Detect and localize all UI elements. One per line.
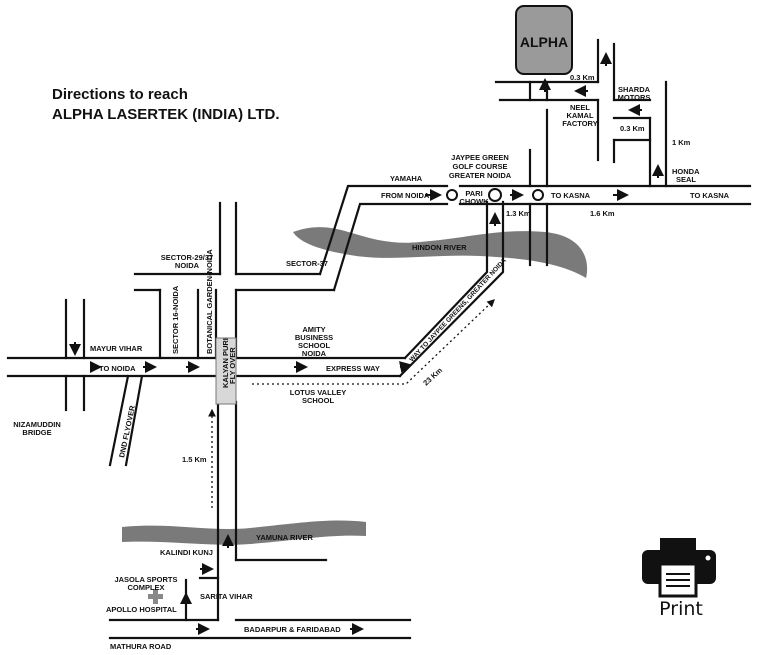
label-botanical: BOTANICAL GARDEN-NOIDA (205, 249, 214, 354)
label-nizamuddin-1: NIZAMUDDIN (13, 420, 61, 429)
label-lotus-2: SCHOOL (302, 396, 335, 405)
label-amity-2: BUSINESS (295, 333, 333, 342)
label-jaypee-1: JAYPEE GREEN (451, 153, 509, 162)
label-way-to-jaypee: WAY TO JAYPEE GREENS, GREATER NOIDA (408, 257, 508, 363)
yamuna-river (122, 520, 366, 545)
label-from-noida: FROM NOIDA (381, 191, 430, 200)
printer-icon (642, 538, 716, 598)
label-jaypee-3: GREATER NOIDA (449, 171, 512, 180)
heading-line-2: ALPHA LASERTEK (INDIA) LTD. (52, 106, 280, 123)
label-express-way: EXPRESS WAY (326, 364, 380, 373)
label-amity-3: SCHOOL (298, 341, 331, 350)
flyover-mark (215, 337, 237, 405)
label-yamaha: YAMAHA (390, 174, 423, 183)
arrow-express-2 (399, 361, 412, 373)
pari-chowk-roundabout (446, 189, 458, 201)
distance-1-6: 1.6 Km (590, 209, 615, 218)
label-yamuna: YAMUNA RIVER (256, 533, 314, 542)
label-sector-37: SECTOR-37 (286, 259, 328, 268)
label-neel-2: KAMAL (566, 111, 593, 120)
heading-line-1: Directions to reach (52, 86, 188, 103)
label-kalyanpuri-2: FLY OVER (228, 347, 237, 384)
label-sarita: SARITA VIHAR (200, 592, 253, 601)
label-amity-1: AMITY (302, 325, 325, 334)
jaypee-roundabout (488, 188, 502, 202)
destination-label: ALPHA (520, 34, 568, 50)
print-button[interactable]: Print (636, 534, 726, 624)
label-amity-4: NOIDA (302, 349, 327, 358)
distance-0-3-top: 0.3 Km (570, 73, 595, 82)
distance-23: 23 Km (421, 366, 444, 388)
label-sector-2937-2: NOIDA (175, 261, 200, 270)
label-pari-1: PARI (465, 189, 482, 198)
label-jaypee-2: GOLF COURSE (452, 162, 507, 171)
label-apollo: APOLLO HOSPITAL (106, 605, 177, 614)
label-to-kasna-1: TO KASNA (551, 191, 591, 200)
label-jasola-1: JASOLA SPORTS (114, 575, 177, 584)
hindon-river (293, 227, 588, 278)
label-neel-3: FACTORY (562, 119, 597, 128)
label-hindon: HINDON RIVER (412, 243, 467, 252)
label-kalindi: KALINDI KUNJ (160, 548, 213, 557)
label-sector-16: SECTOR 16-NOIDA (171, 285, 180, 354)
dotted-route-23km (252, 299, 495, 385)
label-honda-1: HONDA (672, 167, 700, 176)
distance-0-3-mid: 0.3 Km (620, 124, 645, 133)
print-label: Print (659, 598, 703, 620)
label-nizamuddin-2: BRIDGE (22, 428, 51, 437)
label-badarpur: BADARPUR & FARIDABAD (244, 625, 341, 634)
label-to-noida: TO NOIDA (99, 364, 136, 373)
hospital-cross-icon (148, 589, 163, 604)
label-lotus-1: LOTUS VALLEY (290, 388, 347, 397)
distance-1-km: 1 Km (672, 138, 691, 147)
label-neel-1: NEEL (570, 103, 590, 112)
label-sector-2937-1: SECTOR-29/37 (161, 253, 213, 262)
label-jasola-2: COMPLEX (127, 583, 164, 592)
alpha-building (515, 5, 573, 75)
label-honda-2: SEAL (676, 175, 696, 184)
label-mathura: MATHURA ROAD (110, 642, 172, 651)
label-sharda-1: SHARDA (618, 85, 651, 94)
label-mayur-vihar: MAYUR VIHAR (90, 344, 143, 353)
label-sharda-2: MOTORS (618, 93, 651, 102)
label-kalyanpuri-1: KALYAN PURI (221, 338, 230, 388)
kasna-roundabout (532, 189, 544, 201)
distance-1-5: 1.5 Km (182, 455, 207, 464)
label-to-kasna-2: TO KASNA (690, 191, 730, 200)
label-pari-2: CHOWK (459, 197, 489, 206)
distance-1-3: 1.3 Km (506, 209, 531, 218)
